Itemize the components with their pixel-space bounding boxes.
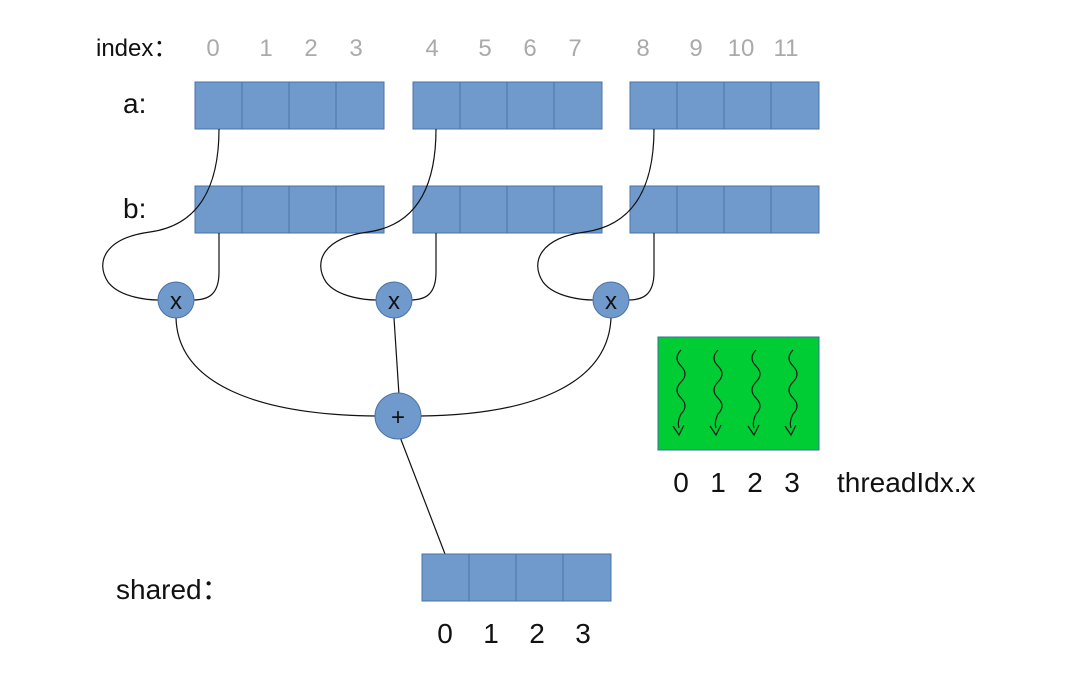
wire-mul1-to-add <box>393 317 400 396</box>
index-number: 1 <box>259 35 272 62</box>
index-number: 10 <box>728 35 755 62</box>
index-number: 0 <box>206 35 219 62</box>
index-number: 4 <box>425 35 438 62</box>
multiply-symbol: x <box>170 288 182 315</box>
thread-number: 3 <box>784 467 800 498</box>
index-number: 11 <box>774 35 799 62</box>
index-number: 8 <box>636 35 649 62</box>
thread-number: 2 <box>747 467 763 498</box>
thread-block-rect <box>657 336 820 451</box>
thread-path <box>751 349 761 429</box>
array-a-cell <box>241 81 290 130</box>
array-a-cell <box>506 81 555 130</box>
index-number: 6 <box>523 35 536 62</box>
multiply-symbol: x <box>388 288 400 315</box>
array-b-cell <box>506 185 555 234</box>
add-node: + <box>374 392 422 440</box>
thread-numbers: 0 1 2 3 <box>673 467 800 498</box>
array-a-cell <box>629 81 678 130</box>
array-b-cell <box>194 185 243 234</box>
multiply-circle <box>592 281 630 319</box>
thread-arrowhead <box>784 424 797 437</box>
index-number: 3 <box>349 35 362 62</box>
array-b-cell <box>241 185 290 234</box>
multiply-node: x <box>375 281 413 319</box>
wire-b0-to-mul <box>192 233 220 301</box>
index-numbers: 0 1 2 3 4 5 6 7 8 9 10 11 <box>206 35 798 62</box>
thread-path <box>676 349 686 429</box>
array-b-cell <box>335 185 385 234</box>
thread-arrowhead <box>747 424 760 437</box>
index-number: 9 <box>689 35 702 62</box>
array-b-cell <box>770 185 820 234</box>
wire-mul2-to-add <box>419 317 612 417</box>
array-a-cell <box>676 81 725 130</box>
array-b-cell <box>553 185 603 234</box>
array-b-cell <box>412 185 461 234</box>
shared-number: 2 <box>529 618 545 649</box>
array-b-cell <box>288 185 337 234</box>
array-b-cell <box>676 185 725 234</box>
array-a-cell <box>459 81 508 130</box>
multiply-circle <box>157 281 195 319</box>
row-b-label: b: <box>123 193 146 224</box>
thread-arrowhead <box>709 424 722 437</box>
shared-cell <box>468 553 517 602</box>
array-a-cell <box>335 81 385 130</box>
array-b <box>194 185 820 234</box>
thread-number: 0 <box>673 467 689 498</box>
array-a-cell <box>553 81 603 130</box>
shared-number: 3 <box>575 618 591 649</box>
array-a <box>194 81 820 130</box>
multiply-circle <box>375 281 413 319</box>
shared-number: 0 <box>437 618 453 649</box>
thread-squiggle <box>747 349 761 437</box>
wire-b4-to-mul <box>409 233 437 301</box>
shared-cell <box>515 553 564 602</box>
shared-numbers: 0 1 2 3 <box>437 618 591 649</box>
array-a-cell <box>288 81 337 130</box>
shared-number: 1 <box>483 618 499 649</box>
wire-mul0-to-add <box>175 317 377 417</box>
thread-block <box>657 336 820 451</box>
add-circle <box>374 392 422 440</box>
wire-a4-to-mul <box>320 128 437 301</box>
wire-a0-to-mul <box>102 128 220 301</box>
thread-squiggle <box>784 349 798 437</box>
connection-wires <box>102 128 655 555</box>
thread-axis-label: threadIdx.x <box>837 467 976 498</box>
array-b-cell <box>723 185 772 234</box>
index-number: 2 <box>304 35 317 62</box>
multiply-symbol: x <box>605 288 617 315</box>
index-label: index： <box>96 35 177 62</box>
index-number: 5 <box>478 35 491 62</box>
add-symbol: + <box>391 404 405 431</box>
shared-cell <box>562 553 612 602</box>
array-a-cell <box>194 81 243 130</box>
array-b-cell <box>459 185 508 234</box>
thread-arrowhead <box>672 424 685 437</box>
thread-number: 1 <box>710 467 726 498</box>
wire-add-to-shared <box>399 436 446 555</box>
thread-squiggle <box>672 349 686 437</box>
array-a-cell <box>412 81 461 130</box>
shared-array <box>421 553 612 602</box>
shared-cell <box>421 553 470 602</box>
row-a-label: a: <box>123 88 146 119</box>
thread-squiggle <box>709 349 723 437</box>
multiply-node: x <box>592 281 630 319</box>
array-b-cell <box>629 185 678 234</box>
index-number: 7 <box>568 35 581 62</box>
shared-label: shared： <box>116 574 230 605</box>
array-a-cell <box>770 81 820 130</box>
array-a-cell <box>723 81 772 130</box>
wire-a8-to-mul <box>537 128 655 301</box>
multiply-node: x <box>157 281 195 319</box>
wire-b8-to-mul <box>627 233 655 301</box>
thread-path <box>788 349 798 429</box>
thread-path <box>713 349 723 429</box>
